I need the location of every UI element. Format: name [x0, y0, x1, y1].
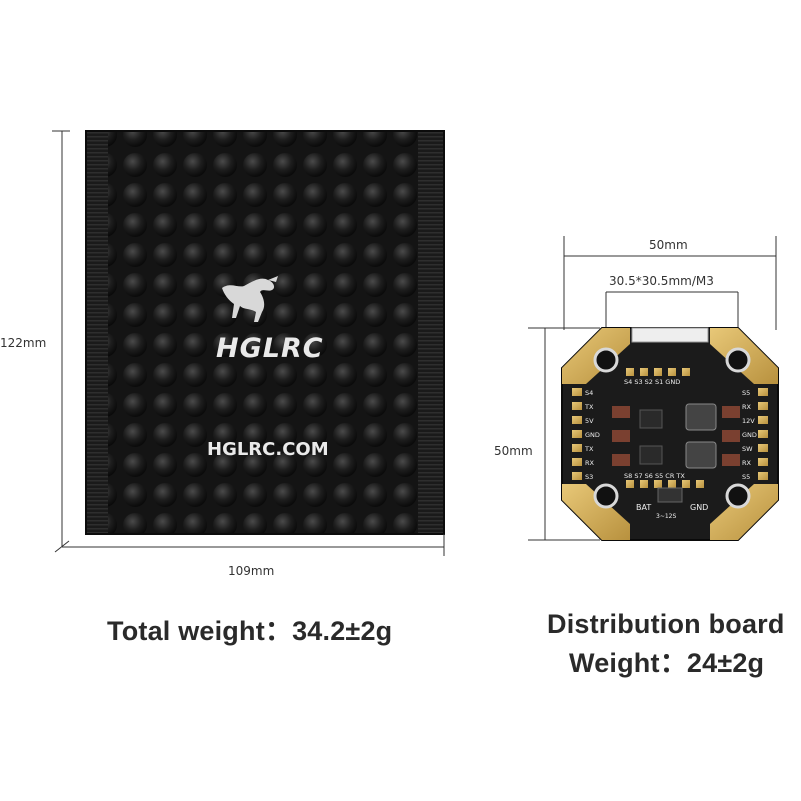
silkscreen-label: SW [742, 445, 753, 453]
board-mount-label: 30.5*30.5mm/M3 [609, 274, 714, 288]
silkscreen-label: S3 [585, 473, 593, 481]
silkscreen-label: RX [585, 459, 595, 467]
silkscreen-label: 5V [585, 417, 594, 425]
board-weight-caption: Weight：24±2g [569, 648, 765, 678]
silkscreen-label: 12V [742, 417, 755, 425]
bag-url-text: HGLRC.COM [207, 439, 329, 460]
side-pads [572, 368, 768, 488]
board-width-label: 50mm [649, 238, 688, 252]
board-silkscreen: S4 S3 S2 S1 GND S8 S7 S6 S5 CR TX BAT GN… [584, 378, 757, 520]
total-weight-caption: Total weight：34.2±2g [107, 616, 393, 646]
silkscreen-cells: 3~12S [656, 513, 676, 520]
corner-pad-bottom-right [710, 484, 778, 540]
corner-pad-bottom-left [562, 484, 630, 540]
bubble-mailer-bag [85, 130, 445, 535]
silkscreen-label: GND [585, 431, 600, 439]
silkscreen-label: TX [584, 445, 594, 453]
silkscreen-label: GND [742, 431, 757, 439]
silkscreen-top-row: S4 S3 S2 S1 GND [624, 378, 680, 386]
bag-height-label: 122mm [0, 336, 47, 350]
distribution-board: S4 S3 S2 S1 GND S8 S7 S6 S5 CR TX BAT GN… [561, 327, 779, 541]
board-title-caption: Distribution board [547, 609, 785, 639]
silkscreen-label: S5 [742, 389, 750, 397]
silkscreen-bat: BAT [636, 503, 651, 512]
mounting-holes [593, 347, 751, 509]
silkscreen-label: S5 [742, 473, 750, 481]
silkscreen-bottom-row: S8 S7 S6 S5 CR TX [624, 472, 685, 480]
silkscreen-label: TX [584, 403, 594, 411]
hglrc-dinosaur-logo [222, 276, 278, 322]
silkscreen-label: RX [742, 459, 752, 467]
silkscreen-label: RX [742, 403, 752, 411]
silkscreen-label: S4 [585, 389, 593, 397]
silkscreen-gnd: GND [690, 503, 708, 512]
bag-width-label: 109mm [228, 564, 275, 578]
board-height-label: 50mm [494, 444, 533, 458]
bag-dimension-lines [52, 130, 445, 556]
bag-logo-text: HGLRC [216, 333, 324, 364]
board-connector [631, 327, 709, 343]
board-components [612, 403, 740, 503]
